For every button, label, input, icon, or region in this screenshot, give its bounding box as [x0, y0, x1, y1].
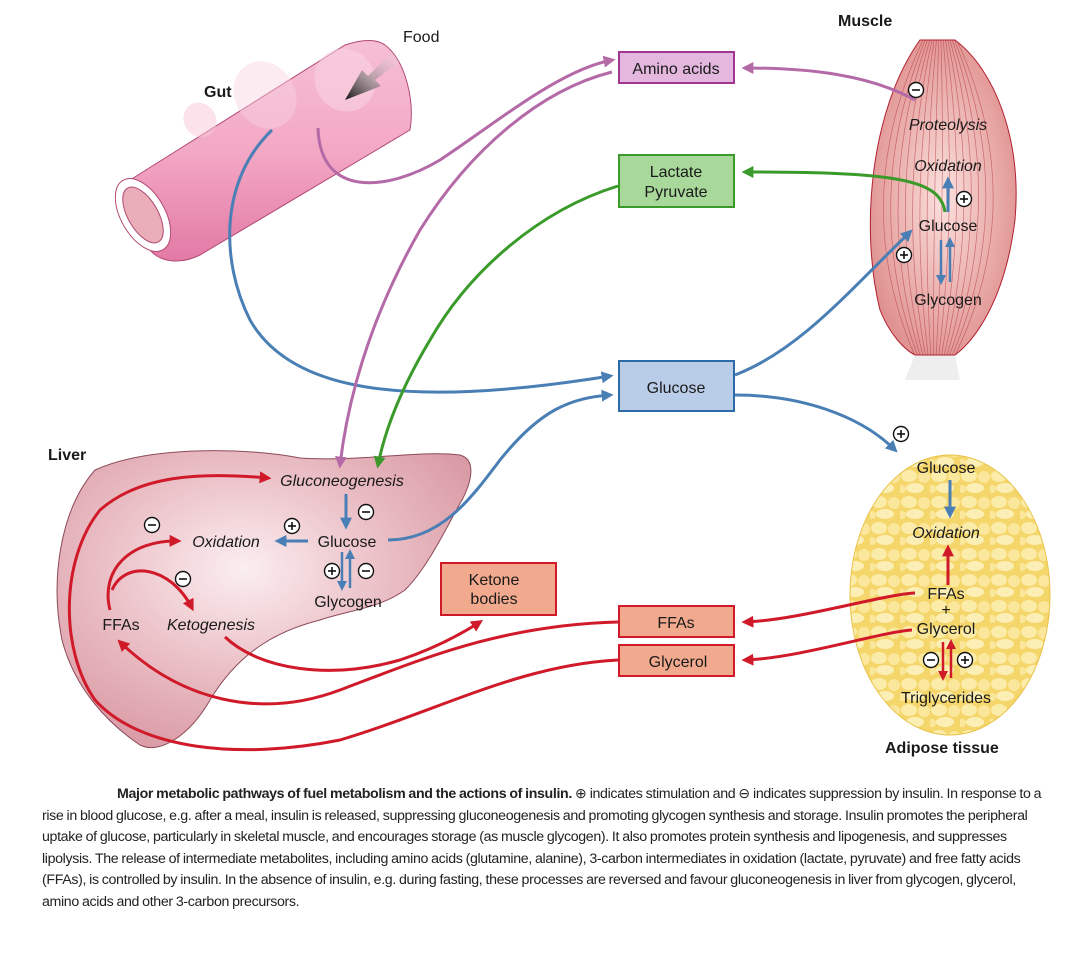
- path-adipose-to-ffas: [741, 591, 916, 628]
- path-adipose-to-glycerol: [741, 628, 913, 666]
- path-glucose-to-adipose: [734, 393, 898, 453]
- path-muscle-to-lactate: [741, 166, 947, 213]
- lactate-pyruvate-box: Lactate Pyruvate: [618, 154, 735, 208]
- liver-glycogenolysis-suppression-icon: [357, 562, 375, 580]
- muscle-fiber-line: [935, 40, 943, 355]
- svg-text:Pyruvate: Pyruvate: [644, 184, 707, 201]
- path-lactate-to-gluconeogenesis: [373, 184, 619, 469]
- adipose-lipogenesis-stimulation-icon: [956, 651, 974, 669]
- liver-glucose-label: Glucose: [318, 534, 377, 551]
- muscle-glucose-label: Glucose: [919, 218, 978, 235]
- adipose-uptake-stimulation-icon: [892, 425, 910, 443]
- adipose-lipolysis-suppression-icon: [922, 651, 940, 669]
- figure-caption: Major metabolic pathways of fuel metabol…: [42, 784, 1042, 913]
- path-gut-to-glucose: [228, 128, 614, 394]
- path-glucose-to-muscle: [734, 229, 913, 377]
- liver-oxidation-label: Oxidation: [192, 534, 260, 551]
- gut-illustration: [114, 40, 412, 262]
- svg-text:bodies: bodies: [470, 591, 517, 608]
- food-label: Food: [403, 29, 439, 46]
- muscle-proteolysis-suppression-icon: [907, 81, 925, 99]
- liver-glycogenesis-stimulation-icon: [323, 562, 341, 580]
- muscle-illustration: [869, 39, 1017, 380]
- liver-gluconeogenesis-suppression-icon: [357, 503, 375, 521]
- svg-text:Ketone: Ketone: [469, 572, 520, 589]
- muscle-proteolysis-label: Proteolysis: [909, 117, 987, 134]
- muscle-fiber-line: [933, 40, 940, 355]
- adipose-label: Adipose tissue: [885, 740, 999, 757]
- food-arrow-icon: [345, 50, 402, 100]
- liver-ketogenesis-suppression-icon: [174, 570, 192, 588]
- svg-text:Amino acids: Amino acids: [632, 61, 719, 78]
- path-liver-glucose-to-glucose: [387, 389, 614, 542]
- muscle-label: Muscle: [838, 13, 892, 30]
- path-ffas-to-liver: [117, 620, 619, 706]
- muscle-fiber-line: [904, 40, 931, 355]
- liver-glucose-oxidation-stimulation-icon: [283, 517, 301, 535]
- muscle-glycogen-label: Glycogen: [914, 292, 982, 309]
- svg-text:Glycerol: Glycerol: [649, 654, 708, 671]
- svg-text:Glucose: Glucose: [647, 380, 706, 397]
- caption-title: Major metabolic pathways of fuel metabol…: [117, 786, 572, 802]
- liver-label: Liver: [48, 447, 86, 464]
- ketone-bodies-box: Ketone bodies: [440, 562, 557, 616]
- liver-ffas-label: FFAs: [102, 617, 139, 634]
- muscle-fiber-line: [926, 40, 937, 355]
- gut-label: Gut: [204, 84, 232, 101]
- adipose-glucose-label: Glucose: [917, 460, 976, 477]
- muscle-fiber-line: [954, 40, 994, 355]
- adipose-glycerol-label: Glycerol: [917, 621, 976, 638]
- liver-glycogen-label: Glycogen: [314, 594, 382, 611]
- path-amino-to-gluconeogenesis: [335, 70, 613, 469]
- muscle-fiber-line: [883, 40, 924, 355]
- muscle-fiber-line: [912, 40, 933, 355]
- path-glycerol-to-gluconeogenesis: [67, 471, 619, 752]
- muscle-oxidation-label: Oxidation: [914, 158, 982, 175]
- liver-gluconeogenesis-label: Gluconeogenesis: [280, 473, 404, 490]
- liver-ffa-oxidation-suppression-icon: [143, 516, 161, 534]
- adipose-plus-label: +: [941, 602, 950, 619]
- path-ketogenesis-to-ketone: [223, 620, 484, 672]
- path-gut-to-amino: [316, 55, 616, 185]
- muscle-fiber-line: [890, 40, 926, 355]
- muscle-fiber-line: [952, 40, 987, 355]
- glucose-box: Glucose: [618, 360, 735, 412]
- caption-body: ⊕ indicates stimulation and ⊖ indicates …: [42, 786, 1042, 910]
- ffas-box: FFAs: [618, 605, 735, 638]
- muscle-oxidation-stimulation-icon: [955, 190, 973, 208]
- muscle-uptake-stimulation-icon: [895, 246, 913, 264]
- adipose-triglycerides-label: Triglycerides: [901, 690, 991, 707]
- glycerol-box: Glycerol: [618, 644, 735, 677]
- muscle-fiber-line: [949, 40, 979, 355]
- svg-text:Lactate: Lactate: [650, 164, 703, 181]
- svg-text:FFAs: FFAs: [657, 615, 694, 632]
- path-proteolysis-to-amino: [741, 62, 916, 102]
- path-liver-ffas-to-ketogenesis: [110, 569, 194, 612]
- adipose-oxidation-label: Oxidation: [912, 525, 980, 542]
- amino-acids-box: Amino acids: [618, 51, 735, 84]
- adipose-illustration: [849, 454, 1051, 736]
- path-liver-ffas-to-oxidation: [106, 534, 182, 611]
- adipose-ffas-label: FFAs: [927, 586, 964, 603]
- liver-ketogenesis-label: Ketogenesis: [167, 617, 255, 634]
- muscle-fiber-line: [919, 40, 935, 355]
- metabolic-pathways-diagram: Food Gut Muscle Adipose tissue Liver: [48, 13, 1051, 757]
